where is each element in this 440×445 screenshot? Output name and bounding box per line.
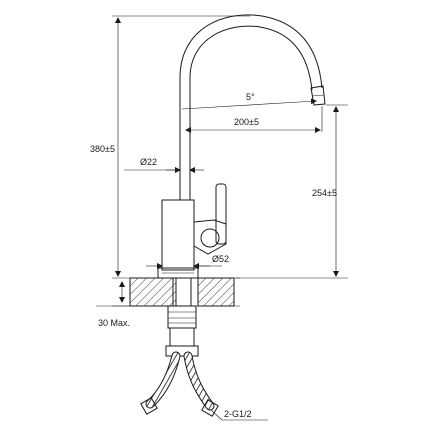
callout-connection: 2-G1/2 bbox=[210, 409, 268, 421]
label-connection: 2-G1/2 bbox=[224, 409, 252, 419]
dimension-spout-angle: 5° bbox=[181, 92, 317, 110]
spout bbox=[179, 14, 326, 200]
label-body-diameter: Ø52 bbox=[212, 254, 229, 264]
label-tube-diameter: Ø22 bbox=[140, 157, 157, 167]
braided-hoses bbox=[140, 351, 219, 417]
dimension-spout-reach: 200±5 bbox=[185, 106, 323, 133]
dimension-total-height: 380±5 bbox=[90, 15, 250, 277]
label-spout-height: 254±5 bbox=[312, 188, 337, 198]
label-height-total: 380±5 bbox=[90, 144, 115, 154]
label-max-thickness: 30 Max. bbox=[98, 318, 130, 328]
dimension-body-diameter: Ø52 bbox=[146, 254, 229, 269]
faucet-body bbox=[157, 199, 199, 279]
label-spout-angle: 5° bbox=[246, 92, 255, 102]
lever-handle bbox=[193, 183, 227, 255]
dimension-spout-height: 254±5 bbox=[236, 104, 348, 279]
countertop bbox=[112, 277, 240, 307]
dimension-tube-diameter: Ø22 bbox=[124, 157, 204, 173]
mounting-shank bbox=[165, 277, 199, 357]
label-spout-reach: 200±5 bbox=[234, 117, 259, 127]
dimension-max-thickness: 30 Max. bbox=[96, 281, 130, 328]
